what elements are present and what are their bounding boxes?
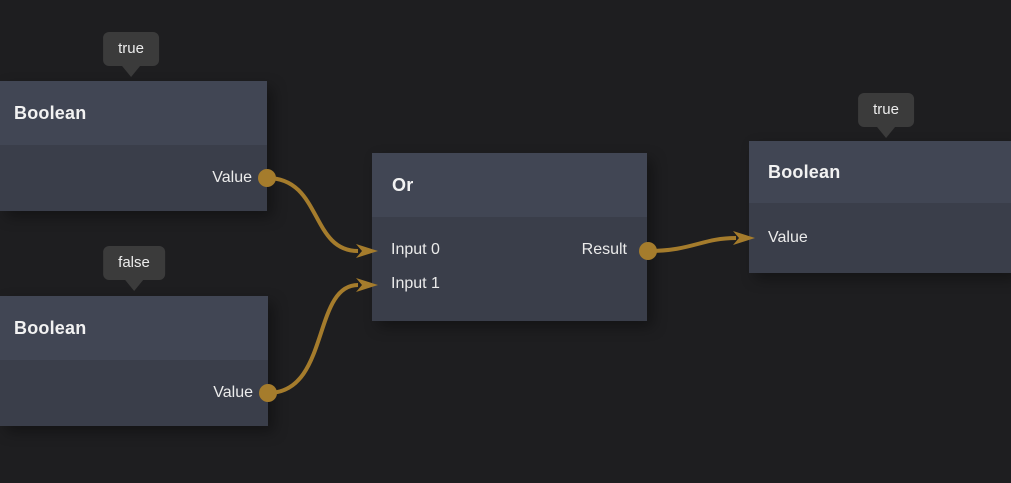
tooltip-pointer <box>876 127 895 138</box>
node-body: Value <box>749 203 1011 273</box>
wire-true-to-input0[interactable] <box>266 176 359 253</box>
node-boolean-result[interactable]: Boolean Value <box>749 141 1011 273</box>
wire-false-to-input1[interactable] <box>267 283 359 395</box>
node-boolean-true-source[interactable]: Boolean Value <box>0 81 267 211</box>
node-title[interactable]: Boolean <box>749 141 1011 203</box>
node-title[interactable]: Boolean <box>0 296 268 360</box>
node-boolean-false-source[interactable]: Boolean Value <box>0 296 268 426</box>
wire-result-to-value[interactable] <box>647 236 737 253</box>
value-tooltip-true-2: true <box>858 93 914 138</box>
tooltip-pointer <box>125 280 143 291</box>
output-port-dot-boolean1-value[interactable] <box>258 169 276 187</box>
input-port-arrow-or-input0[interactable] <box>356 244 378 258</box>
input-port-label-value: Value <box>768 229 808 246</box>
value-tooltip-true-1: true <box>103 32 159 77</box>
output-port-label-value: Value <box>213 384 253 401</box>
input-port-label-input1: Input 1 <box>391 275 440 292</box>
node-body: Value <box>0 145 267 211</box>
input-port-arrow-boolean3-value[interactable] <box>733 231 755 245</box>
output-port-dot-boolean2-value[interactable] <box>259 384 277 402</box>
input-port-label-input0: Input 0 <box>391 241 440 258</box>
output-port-label-value: Value <box>212 169 252 186</box>
tooltip-pointer <box>121 66 140 77</box>
node-title[interactable]: Boolean <box>0 81 267 145</box>
input-port-arrow-or-input1[interactable] <box>356 278 378 292</box>
output-port-label-result: Result <box>581 241 627 258</box>
value-tooltip-false: false <box>103 246 165 291</box>
node-body: Input 0 Result Input 1 <box>372 217 647 321</box>
node-title[interactable]: Or <box>372 153 647 217</box>
node-body: Value <box>0 360 268 426</box>
output-port-dot-or-result[interactable] <box>639 242 657 260</box>
node-or[interactable]: Or Input 0 Result Input 1 <box>372 153 647 321</box>
